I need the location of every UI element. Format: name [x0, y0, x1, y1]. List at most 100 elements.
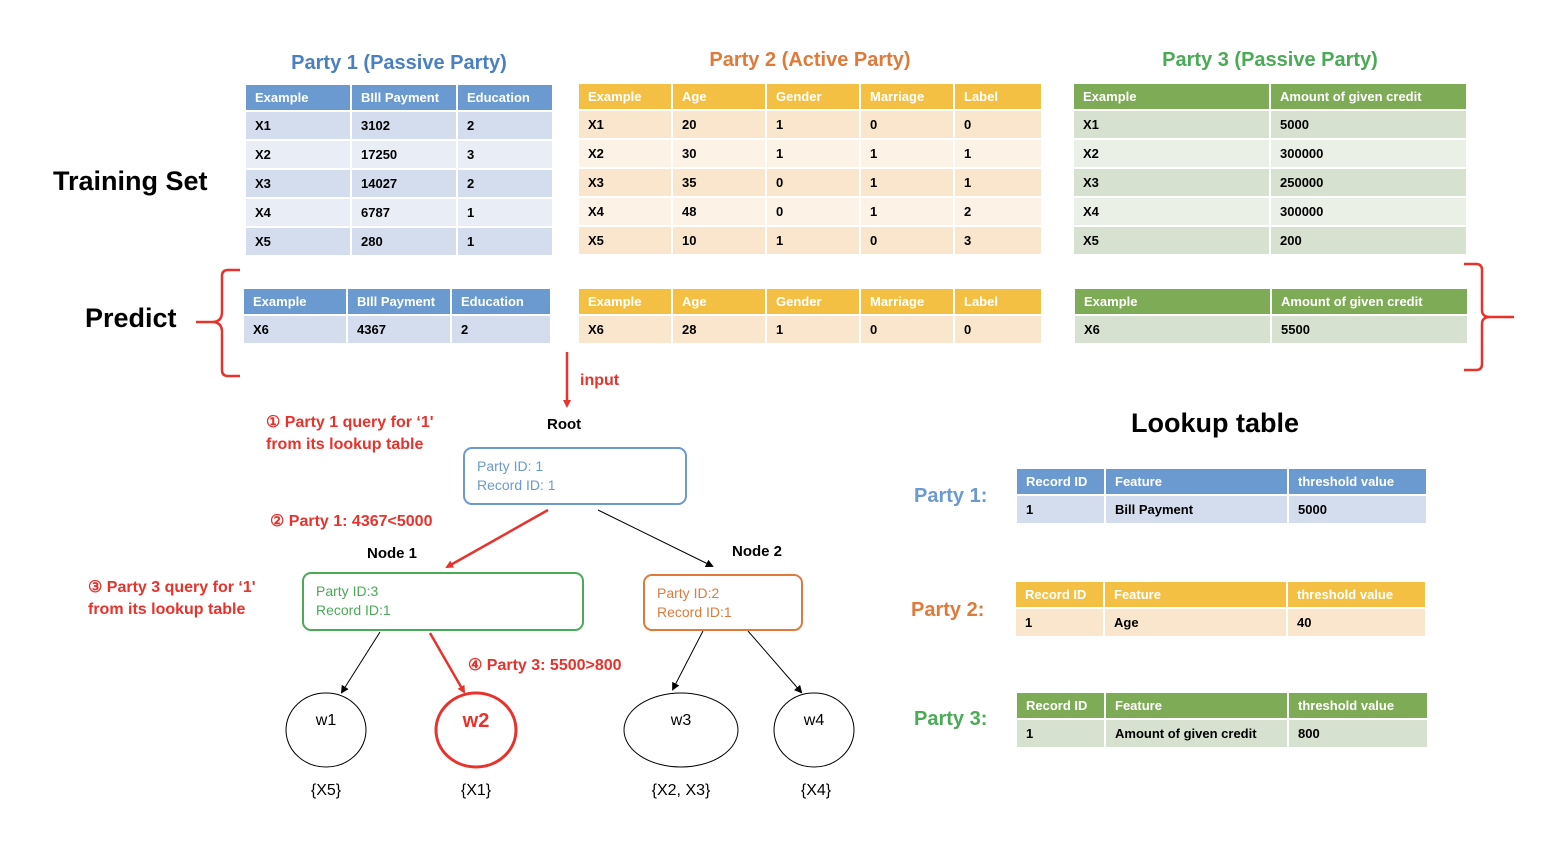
cell: X1 — [579, 111, 671, 138]
cell: 2 — [458, 170, 552, 197]
cell: 0 — [955, 316, 1041, 343]
cell: 300000 — [1271, 140, 1466, 167]
leaf-w2-set: {X1} — [460, 782, 492, 799]
cell: Amount of given credit — [1106, 720, 1287, 747]
leaf-w4-circle — [773, 692, 855, 768]
cell: X6 — [244, 316, 346, 343]
lookup-party3-label: Party 3: — [914, 708, 988, 730]
cell: 250000 — [1271, 169, 1466, 196]
cell: X3 — [579, 169, 671, 196]
column-header: Gender — [767, 84, 859, 109]
cell: 1 — [955, 169, 1041, 196]
node1-to-w2-arrow — [428, 632, 466, 694]
cell: 1 — [1017, 720, 1104, 747]
cell: X4 — [1074, 198, 1269, 225]
party2-title: Party 2 (Active Party) — [709, 49, 911, 71]
column-header: Example — [1075, 289, 1270, 314]
cell: 14027 — [352, 170, 456, 197]
cell: 0 — [861, 316, 953, 343]
cell: 1 — [767, 316, 859, 343]
node1: Party ID:3 Record ID:1 — [302, 572, 584, 631]
leaf-w2-label: w2 — [462, 710, 490, 732]
step3-line1: ③ Party 3 query for ‘1' — [88, 579, 256, 596]
column-header: BIll Payment — [348, 289, 450, 314]
cell: X1 — [1074, 111, 1269, 138]
step2-annotation: ② Party 1: 4367<5000 — [270, 513, 433, 530]
lookup-party2-label: Party 2: — [911, 599, 985, 621]
column-header: Example — [579, 289, 671, 314]
cell: X3 — [1074, 169, 1269, 196]
cell: Age — [1105, 609, 1286, 636]
column-header: Amount of given credit — [1272, 289, 1467, 314]
leaf-w3-label: w3 — [670, 712, 692, 729]
cell: 2 — [452, 316, 550, 343]
cell: 30 — [673, 140, 765, 167]
cell: 17250 — [352, 141, 456, 168]
right-brace — [1464, 262, 1514, 372]
leaf-w3-circle — [623, 692, 739, 768]
cell: X2 — [579, 140, 671, 167]
cell: X6 — [579, 316, 671, 343]
root-node: Party ID: 1 Record ID: 1 — [463, 447, 687, 505]
lookup-party1-label: Party 1: — [914, 485, 988, 507]
node1-record-id: Record ID:1 — [316, 602, 391, 618]
column-header: Label — [955, 289, 1041, 314]
cell: 40 — [1288, 609, 1425, 636]
step1-line2: from its lookup table — [266, 436, 424, 453]
leaf-w1-circle — [285, 692, 367, 768]
leaf-w3-set: {X2, X3} — [651, 782, 711, 799]
leaf-w2-circle — [434, 691, 518, 769]
party1-title: Party 1 (Passive Party) — [291, 52, 507, 74]
node2-party-id: Party ID:2 — [657, 585, 720, 601]
cell: X5 — [579, 227, 671, 254]
cell: 1 — [767, 140, 859, 167]
cell: 1 — [1016, 609, 1103, 636]
node2-record-id: Record ID:1 — [657, 604, 732, 620]
cell: 1 — [767, 111, 859, 138]
leaf-w4-label: w4 — [803, 712, 825, 729]
cell: 2 — [955, 198, 1041, 225]
root-to-node2-arrow — [597, 509, 714, 567]
party3-title: Party 3 (Passive Party) — [1162, 49, 1378, 71]
cell: 10 — [673, 227, 765, 254]
step3-annotation: ③ Party 3 query for ‘1' from its lookup … — [88, 577, 256, 621]
cell: X2 — [1074, 140, 1269, 167]
column-header: Marriage — [861, 84, 953, 109]
column-header: Feature — [1106, 693, 1287, 718]
column-header: Record ID — [1017, 693, 1104, 718]
column-header: Label — [955, 84, 1041, 109]
cell: 2 — [458, 112, 552, 139]
cell: 1 — [458, 199, 552, 226]
cell: 4367 — [348, 316, 450, 343]
cell: 1 — [861, 198, 953, 225]
cell: 3102 — [352, 112, 456, 139]
lookup-title: Lookup table — [1131, 408, 1299, 438]
leaf-w1-set: {X5} — [310, 782, 342, 799]
column-header: Age — [673, 84, 765, 109]
cell: X1 — [246, 112, 350, 139]
cell: X4 — [246, 199, 350, 226]
cell: 1 — [1017, 496, 1104, 523]
cell: 28 — [673, 316, 765, 343]
column-header: Example — [579, 84, 671, 109]
cell: 1 — [861, 140, 953, 167]
step4-annotation: ④ Party 3: 5500>800 — [468, 657, 622, 674]
predict-label: Predict — [85, 303, 177, 333]
cell: X3 — [246, 170, 350, 197]
column-header: BIll Payment — [352, 85, 456, 110]
column-header: Amount of given credit — [1271, 84, 1466, 109]
input-label: input — [580, 372, 620, 389]
